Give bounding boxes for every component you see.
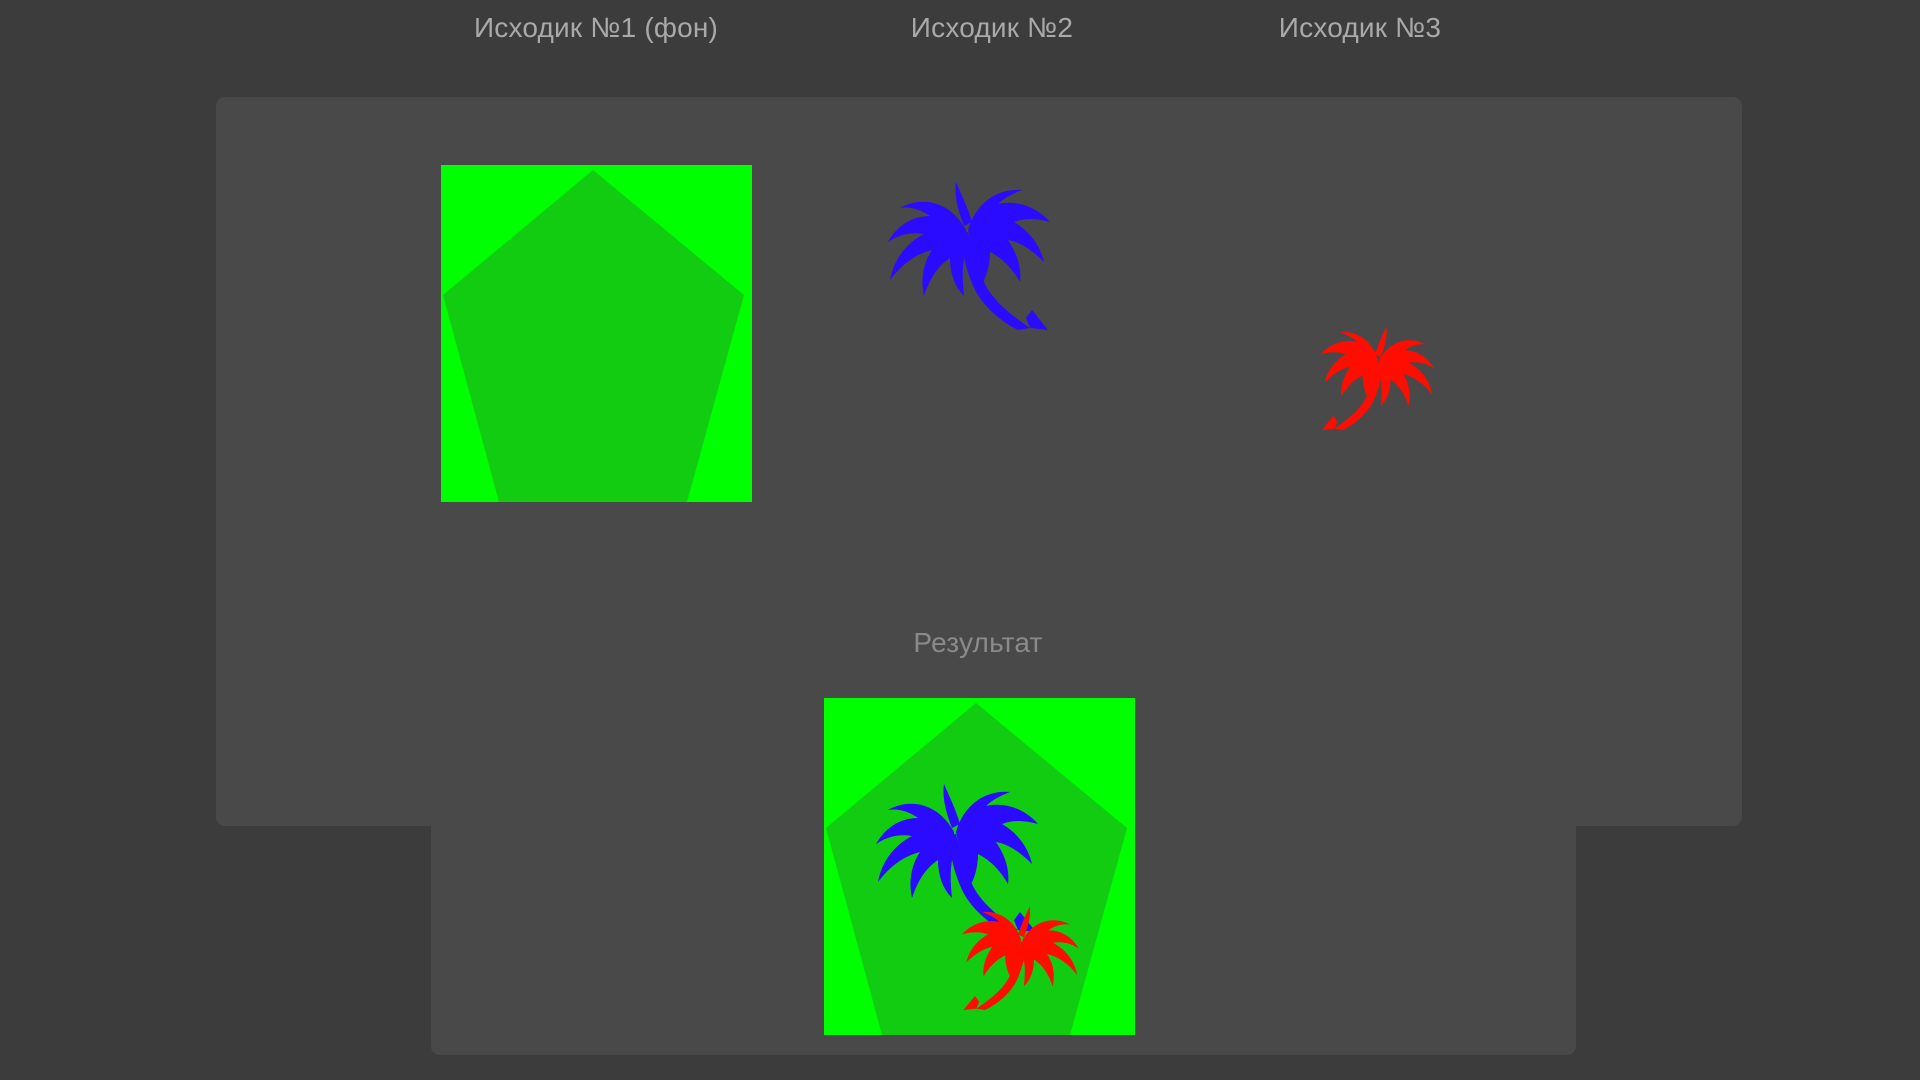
source3-red-palm-image <box>1318 318 1442 430</box>
result-label: Результат <box>913 627 1043 658</box>
source3-label: Исходик №3 <box>1278 12 1442 43</box>
source1-background-image <box>441 165 752 502</box>
source1-label: Исходик №1 (фон) <box>473 12 719 43</box>
source2-label: Исходик №2 <box>910 12 1074 43</box>
result-composite-image <box>824 698 1135 1035</box>
source2-blue-palm-image <box>880 170 1050 332</box>
